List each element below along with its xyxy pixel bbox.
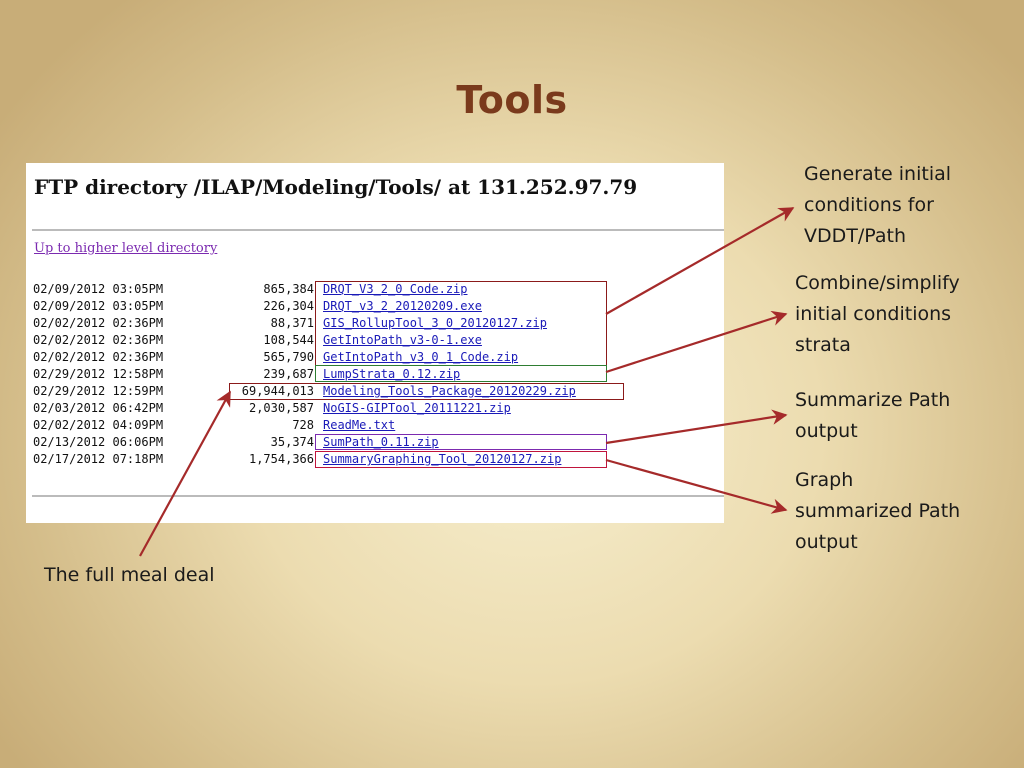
annotation-generate: Generate initial conditions for VDDT/Pat… [804,163,952,247]
file-link-nogis-giptool[interactable]: NoGIS-GIPTool_20111221.zip [323,401,511,415]
file-row: 02/03/2012 06:42PM 2,030,587 NoGIS-GIPTo… [26,400,724,417]
slide-title: Tools [456,78,568,122]
file-size: 88,371 [270,316,314,330]
file-size: 226,304 [263,299,314,313]
file-row: 02/29/2012 12:59PM 69,944,013 Modeling_T… [26,383,724,400]
file-link-getintopath-code[interactable]: GetIntoPath_v3_0_1_Code.zip [323,350,519,364]
file-row: 02/02/2012 02:36PM 565,790 GetIntoPath_v… [26,349,724,366]
file-size: 35,374 [270,435,314,449]
file-link-gis-rollup[interactable]: GIS_RollupTool_3_0_20120127.zip [323,316,547,330]
file-date: 02/13/2012 06:06PM [33,435,164,449]
file-link-sumpath[interactable]: SumPath_0.11.zip [323,435,439,449]
file-size: 2,030,587 [248,401,314,415]
annotation-full-meal: The full meal deal [44,564,215,586]
file-date: 02/09/2012 03:05PM [33,299,164,313]
file-size: 728 [292,418,314,432]
file-link-lumpstrata[interactable]: LumpStrata_0.12.zip [323,367,461,381]
ftp-directory-heading: FTP directory /ILAP/Modeling/Tools/ at 1… [34,175,638,199]
file-date: 02/02/2012 02:36PM [33,333,164,347]
up-directory-link[interactable]: Up to higher level directory [34,241,218,256]
file-row: 02/02/2012 02:36PM 88,371 GIS_RollupTool… [26,315,724,332]
ftp-directory-panel: FTP directory /ILAP/Modeling/Tools/ at 1… [26,163,724,523]
file-link-getintopath-exe[interactable]: GetIntoPath_v3-0-1.exe [323,333,482,347]
file-row: 02/13/2012 06:06PM 35,374 SumPath_0.11.z… [26,434,724,451]
file-link-drqt-exe[interactable]: DRQT_v3_2_20120209.exe [323,299,482,313]
file-size: 239,687 [263,367,314,381]
file-row: 02/09/2012 03:05PM 865,384 DRQT_V3_2_0_C… [26,281,724,298]
file-size: 1,754,366 [248,452,314,466]
divider-bottom [32,495,724,497]
file-size: 865,384 [263,282,314,296]
file-date: 02/29/2012 12:58PM [33,367,164,381]
file-date: 02/02/2012 04:09PM [33,418,164,432]
file-link-drqt-code[interactable]: DRQT_V3_2_0_Code.zip [323,282,468,296]
file-date: 02/17/2012 07:18PM [33,452,164,466]
file-size: 108,544 [263,333,314,347]
file-listing: 02/09/2012 03:05PM 865,384 DRQT_V3_2_0_C… [26,281,724,468]
file-row: 02/17/2012 07:18PM 1,754,366 SummaryGrap… [26,451,724,468]
annotation-combine: Combine/simplify initial conditions stra… [795,272,960,356]
file-link-summarygraphing[interactable]: SummaryGraphing_Tool_20120127.zip [323,452,562,466]
file-row: 02/02/2012 04:09PM 728 ReadMe.txt [26,417,724,434]
file-date: 02/02/2012 02:36PM [33,316,164,330]
file-row: 02/02/2012 02:36PM 108,544 GetIntoPath_v… [26,332,724,349]
file-row: 02/29/2012 12:58PM 239,687 LumpStrata_0.… [26,366,724,383]
file-link-readme[interactable]: ReadMe.txt [323,418,396,432]
file-size: 565,790 [263,350,314,364]
file-date: 02/02/2012 02:36PM [33,350,164,364]
file-row: 02/09/2012 03:05PM 226,304 DRQT_v3_2_201… [26,298,724,315]
annotation-graph: Graph summarized Path output [795,469,961,553]
file-size: 69,944,013 [241,384,314,398]
file-date: 02/09/2012 03:05PM [33,282,164,296]
file-date: 02/29/2012 12:59PM [33,384,164,398]
file-link-modeling-tools-package[interactable]: Modeling_Tools_Package_20120229.zip [323,384,576,398]
file-date: 02/03/2012 06:42PM [33,401,164,415]
divider-top [32,229,724,231]
annotation-summarize: Summarize Path output [795,389,951,442]
